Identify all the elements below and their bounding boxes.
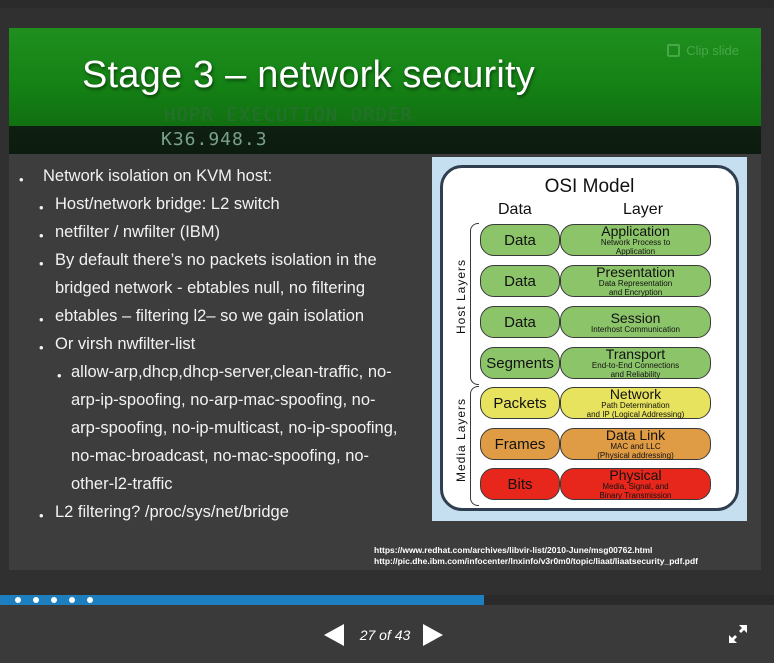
bullet-dot: • — [39, 256, 44, 271]
references: https://www.redhat.com/archives/libvir-l… — [374, 545, 698, 567]
osi-layer-desc: Application — [615, 247, 656, 256]
bullet-item-continuation: other-l2-traffic — [71, 475, 173, 493]
reference-link[interactable]: https://www.redhat.com/archives/libvir-l… — [374, 545, 653, 555]
bullet-item: netfilter / nwfilter (IBM) — [55, 223, 221, 241]
bullet-item: Host/network bridge: L2 switch — [55, 195, 280, 213]
osi-layer-physical: Physical Media, Signal, and Binary Trans… — [560, 468, 711, 500]
osi-layer-name: Application — [601, 223, 670, 239]
bullet-dot: • — [39, 312, 44, 327]
bullet-dot: • — [19, 172, 24, 187]
osi-layer-desc: End-to-End Connections — [591, 361, 680, 370]
osi-layer-desc: Path Determination — [601, 401, 670, 410]
bullet-dot: • — [39, 340, 44, 355]
progress-dot — [33, 597, 39, 603]
osi-layer-desc: Network Process to — [600, 238, 671, 247]
bullet-item-continuation: arp-ip-spoofing, no-arp-mac-spoofing, no… — [71, 391, 376, 409]
bullet-item: ebtables – filtering l2– so we gain isol… — [55, 307, 365, 325]
bullet-item: By default there’s no packets isolation … — [55, 251, 377, 269]
osi-layer-desc: (Physical addressing) — [597, 451, 674, 460]
osi-column-data: Data — [498, 201, 532, 218]
media-layers-label: Media Layers — [454, 397, 468, 482]
bullet-item-continuation: bridged network - ebtables null, no filt… — [55, 279, 366, 297]
background-text-1: HOPR EXECUTION ORDER — [164, 104, 413, 126]
osi-layer-name: Transport — [605, 346, 666, 362]
background-text-2: K36.948.3 — [161, 129, 268, 150]
bullet-dot: • — [39, 200, 44, 215]
fullscreen-icon — [729, 625, 747, 643]
osi-data-cell: Packets — [480, 387, 560, 419]
slide-title: Stage 3 – network security — [82, 54, 535, 96]
progress-dot — [69, 597, 75, 603]
osi-layer-desc: Interhost Communication — [591, 324, 680, 334]
osi-layer-desc: and Encryption — [608, 288, 663, 297]
next-slide-button[interactable] — [421, 623, 445, 647]
clip-slide-button[interactable]: Clip slide — [659, 38, 747, 62]
osi-layer-desc: Media, Signal, and — [602, 482, 669, 491]
osi-layer-name: Presentation — [596, 264, 675, 280]
clip-icon — [667, 43, 681, 57]
osi-data-cell: Frames — [480, 428, 560, 460]
progress-dots — [15, 597, 93, 603]
bullet-item: Or virsh nwfilter-list — [55, 335, 196, 353]
osi-column-layer: Layer — [623, 201, 664, 218]
osi-layer-desc: MAC and LLC — [610, 442, 661, 451]
title-bar — [9, 28, 761, 126]
bullet-dot: • — [39, 508, 44, 523]
prev-arrow-icon — [324, 624, 344, 646]
osi-layer-session: Session Interhost Communication — [560, 306, 711, 338]
slide-header: HOPR EXECUTION ORDER K36.948.3 Stage 3 –… — [9, 28, 761, 154]
osi-data-cell: Segments — [480, 347, 560, 379]
fullscreen-button[interactable] — [728, 624, 748, 644]
bullet-item: L2 filtering? /proc/sys/net/bridge — [55, 503, 289, 521]
progress-dot — [87, 597, 93, 603]
osi-data-cell: Data — [480, 224, 560, 256]
host-layers-bracket — [470, 223, 479, 385]
osi-data-cell: Data — [480, 306, 560, 338]
prev-slide-button[interactable] — [322, 623, 346, 647]
reference-link[interactable]: http://pic.dhe.ibm.com/infocenter/lnxinf… — [374, 556, 698, 566]
bullet-item: Network isolation on KVM host: — [43, 167, 273, 185]
bullet-list: • Network isolation on KVM host: • Host/… — [9, 154, 429, 570]
osi-layer-name: Physical — [609, 467, 662, 483]
progress-dot — [51, 597, 57, 603]
bullet-item-continuation: arp-spoofing, no-ip-multicast, no-ip-spo… — [71, 419, 398, 437]
slide-counter: 27 of 43 — [359, 627, 411, 643]
osi-layer-network: Network Path Determination and IP (Logic… — [560, 387, 711, 419]
osi-data-cell: Bits — [480, 468, 560, 500]
osi-layer-desc: and IP (Logical Addressing) — [586, 410, 685, 419]
osi-layer-desc: and Reliability — [610, 370, 661, 379]
osi-layer-transport: Transport End-to-End Connections and Rel… — [560, 347, 711, 379]
osi-layer-data-link: Data Link MAC and LLC (Physical addressi… — [560, 428, 711, 460]
bullet-item: allow-arp,dhcp,dhcp-server,clean-traffic… — [71, 363, 392, 381]
progress-dot — [15, 597, 21, 603]
next-arrow-icon — [423, 624, 443, 646]
osi-layer-presentation: Presentation Data Representation and Enc… — [560, 265, 711, 297]
bullet-dot: • — [57, 368, 62, 383]
osi-layer-application: Application Network Process to Applicati… — [560, 224, 711, 256]
bullet-dot: • — [39, 228, 44, 243]
player-controls: 27 of 43 — [0, 605, 774, 663]
media-layers-bracket — [470, 386, 479, 506]
bullet-item-continuation: no-mac-broadcast, no-mac-spoofing, no- — [71, 447, 370, 465]
osi-layer-name: Session — [610, 309, 661, 326]
top-bar — [0, 0, 774, 8]
osi-panel: OSI Model Data Layer Host Layers Media L… — [440, 165, 739, 511]
osi-model-image: OSI Model Data Layer Host Layers Media L… — [432, 157, 747, 521]
osi-layer-name: Data Link — [605, 427, 666, 443]
host-layers-label: Host Layers — [454, 258, 468, 334]
progress-fill — [0, 595, 484, 605]
slide-stage: HOPR EXECUTION ORDER K36.948.3 Stage 3 –… — [0, 8, 774, 595]
osi-layer-name: Network — [609, 386, 662, 402]
osi-layer-desc: Binary Transmission — [599, 491, 672, 500]
slide: HOPR EXECUTION ORDER K36.948.3 Stage 3 –… — [9, 28, 761, 570]
osi-layer-desc: Data Representation — [598, 279, 673, 288]
osi-title: OSI Model — [544, 176, 635, 197]
clip-slide-label: Clip slide — [686, 42, 739, 58]
osi-data-cell: Data — [480, 265, 560, 297]
